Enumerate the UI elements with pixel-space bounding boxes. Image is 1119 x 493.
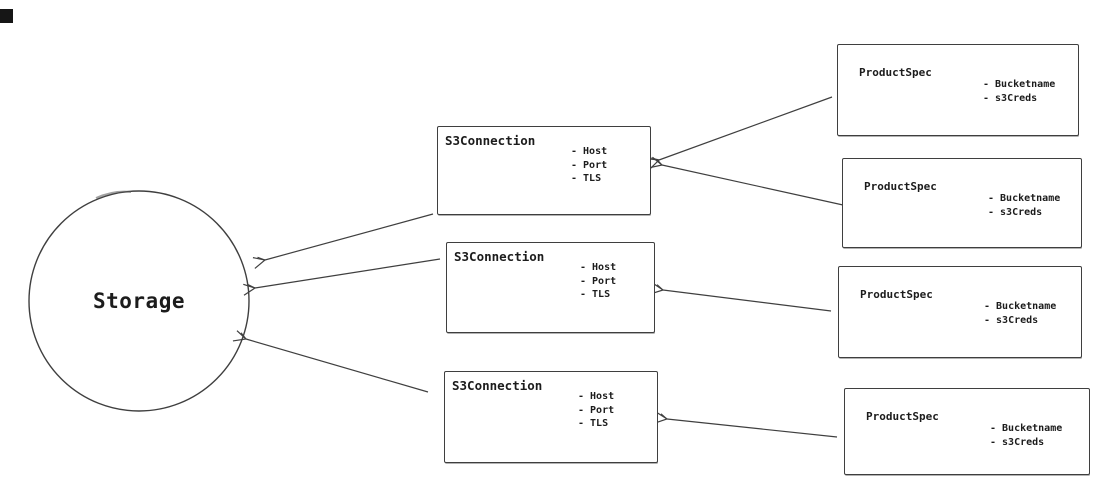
productspec-attributes: - Bucketname - s3Creds bbox=[983, 78, 1055, 106]
attr-s3creds: - s3Creds bbox=[988, 207, 1043, 218]
attr-tls: - TLS bbox=[580, 289, 611, 300]
attr-bucketname: - Bucketname bbox=[984, 301, 1057, 312]
productspec-attributes: - Bucketname - s3Creds bbox=[988, 192, 1060, 220]
attr-bucketname: - Bucketname bbox=[990, 423, 1063, 434]
s3connection-node-1: S3Connection - Host - Port - TLS bbox=[437, 126, 651, 215]
attr-s3creds: - s3Creds bbox=[984, 315, 1039, 326]
storage-node-label: Storage bbox=[92, 289, 185, 313]
arrow-s3connection1-to-storage bbox=[252, 213, 434, 269]
productspec-node-1: ProductSpec - Bucketname - s3Creds bbox=[837, 44, 1079, 136]
attr-tls: - TLS bbox=[571, 173, 602, 184]
productspec-title: ProductSpec bbox=[866, 410, 939, 423]
attr-port: - Port bbox=[578, 404, 615, 416]
productspec-title: ProductSpec bbox=[859, 66, 932, 79]
attr-port: - Port bbox=[571, 159, 608, 171]
productspec-node-3: ProductSpec - Bucketname - s3Creds bbox=[838, 266, 1082, 358]
sketch-overlap-stroke bbox=[95, 190, 132, 199]
attr-bucketname: - Bucketname bbox=[988, 193, 1061, 204]
attr-tls: - TLS bbox=[578, 418, 609, 429]
arrow-productspec4-to-s3connection3 bbox=[654, 411, 838, 438]
attr-host: - Host bbox=[578, 391, 615, 402]
s3connection-attributes: - Host - Port - TLS bbox=[580, 261, 616, 302]
s3connection-title: S3Connection bbox=[454, 249, 545, 264]
attr-host: - Host bbox=[580, 262, 617, 273]
corner-artifact-square bbox=[0, 9, 13, 23]
s3connection-node-3: S3Connection - Host - Port - TLS bbox=[444, 371, 658, 463]
productspec-title: ProductSpec bbox=[860, 288, 933, 301]
s3connection-title: S3Connection bbox=[445, 133, 536, 148]
s3connection-node-2: S3Connection - Host - Port - TLS bbox=[446, 242, 655, 333]
attr-bucketname: - Bucketname bbox=[983, 79, 1056, 90]
productspec-title: ProductSpec bbox=[864, 180, 937, 193]
s3connection-attributes: - Host - Port - TLS bbox=[571, 145, 607, 186]
arrow-productspec2-to-s3connection1 bbox=[648, 156, 844, 206]
productspec-attributes: - Bucketname - s3Creds bbox=[984, 300, 1056, 328]
storage-node-circle bbox=[28, 190, 250, 412]
arrow-productspec3-to-s3connection2 bbox=[650, 282, 832, 312]
productspec-node-4: ProductSpec - Bucketname - s3Creds bbox=[844, 388, 1090, 475]
arrow-s3connection2-to-storage bbox=[243, 258, 441, 296]
attr-s3creds: - s3Creds bbox=[990, 437, 1045, 448]
s3connection-attributes: - Host - Port - TLS bbox=[578, 390, 614, 431]
attr-s3creds: - s3Creds bbox=[983, 93, 1038, 104]
arrow-s3connection3-to-storage bbox=[232, 330, 429, 393]
arrow-productspec1-to-s3connection1 bbox=[646, 96, 833, 170]
s3connection-title: S3Connection bbox=[452, 378, 543, 393]
productspec-node-2: ProductSpec - Bucketname - s3Creds bbox=[842, 158, 1082, 248]
productspec-attributes: - Bucketname - s3Creds bbox=[990, 422, 1062, 450]
attr-port: - Port bbox=[580, 275, 617, 287]
attr-host: - Host bbox=[571, 146, 608, 157]
